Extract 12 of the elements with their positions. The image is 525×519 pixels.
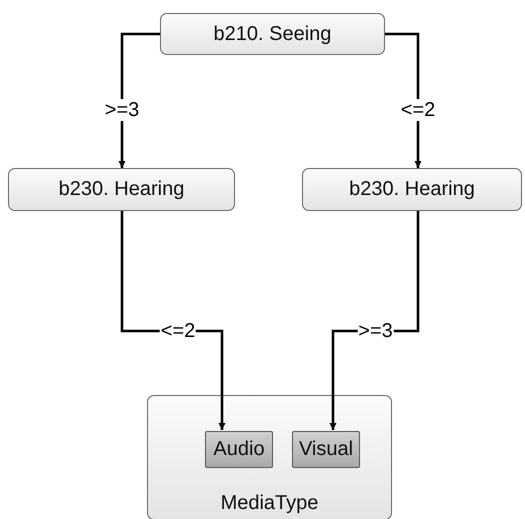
value-box: Audio [205,431,273,468]
arrow [118,32,160,168]
group-title: MediaType [220,492,318,515]
node-box: b210. Seeing [160,13,385,55]
edge-label: <=2 [400,99,436,121]
node-box: b230. Hearing [8,168,235,211]
arrow [120,211,226,430]
arrow [330,211,420,430]
group-box [147,395,392,519]
node-box: b230. Hearing [302,168,522,211]
value-box: Visual [292,431,360,468]
edge-label: >=3 [104,99,140,121]
